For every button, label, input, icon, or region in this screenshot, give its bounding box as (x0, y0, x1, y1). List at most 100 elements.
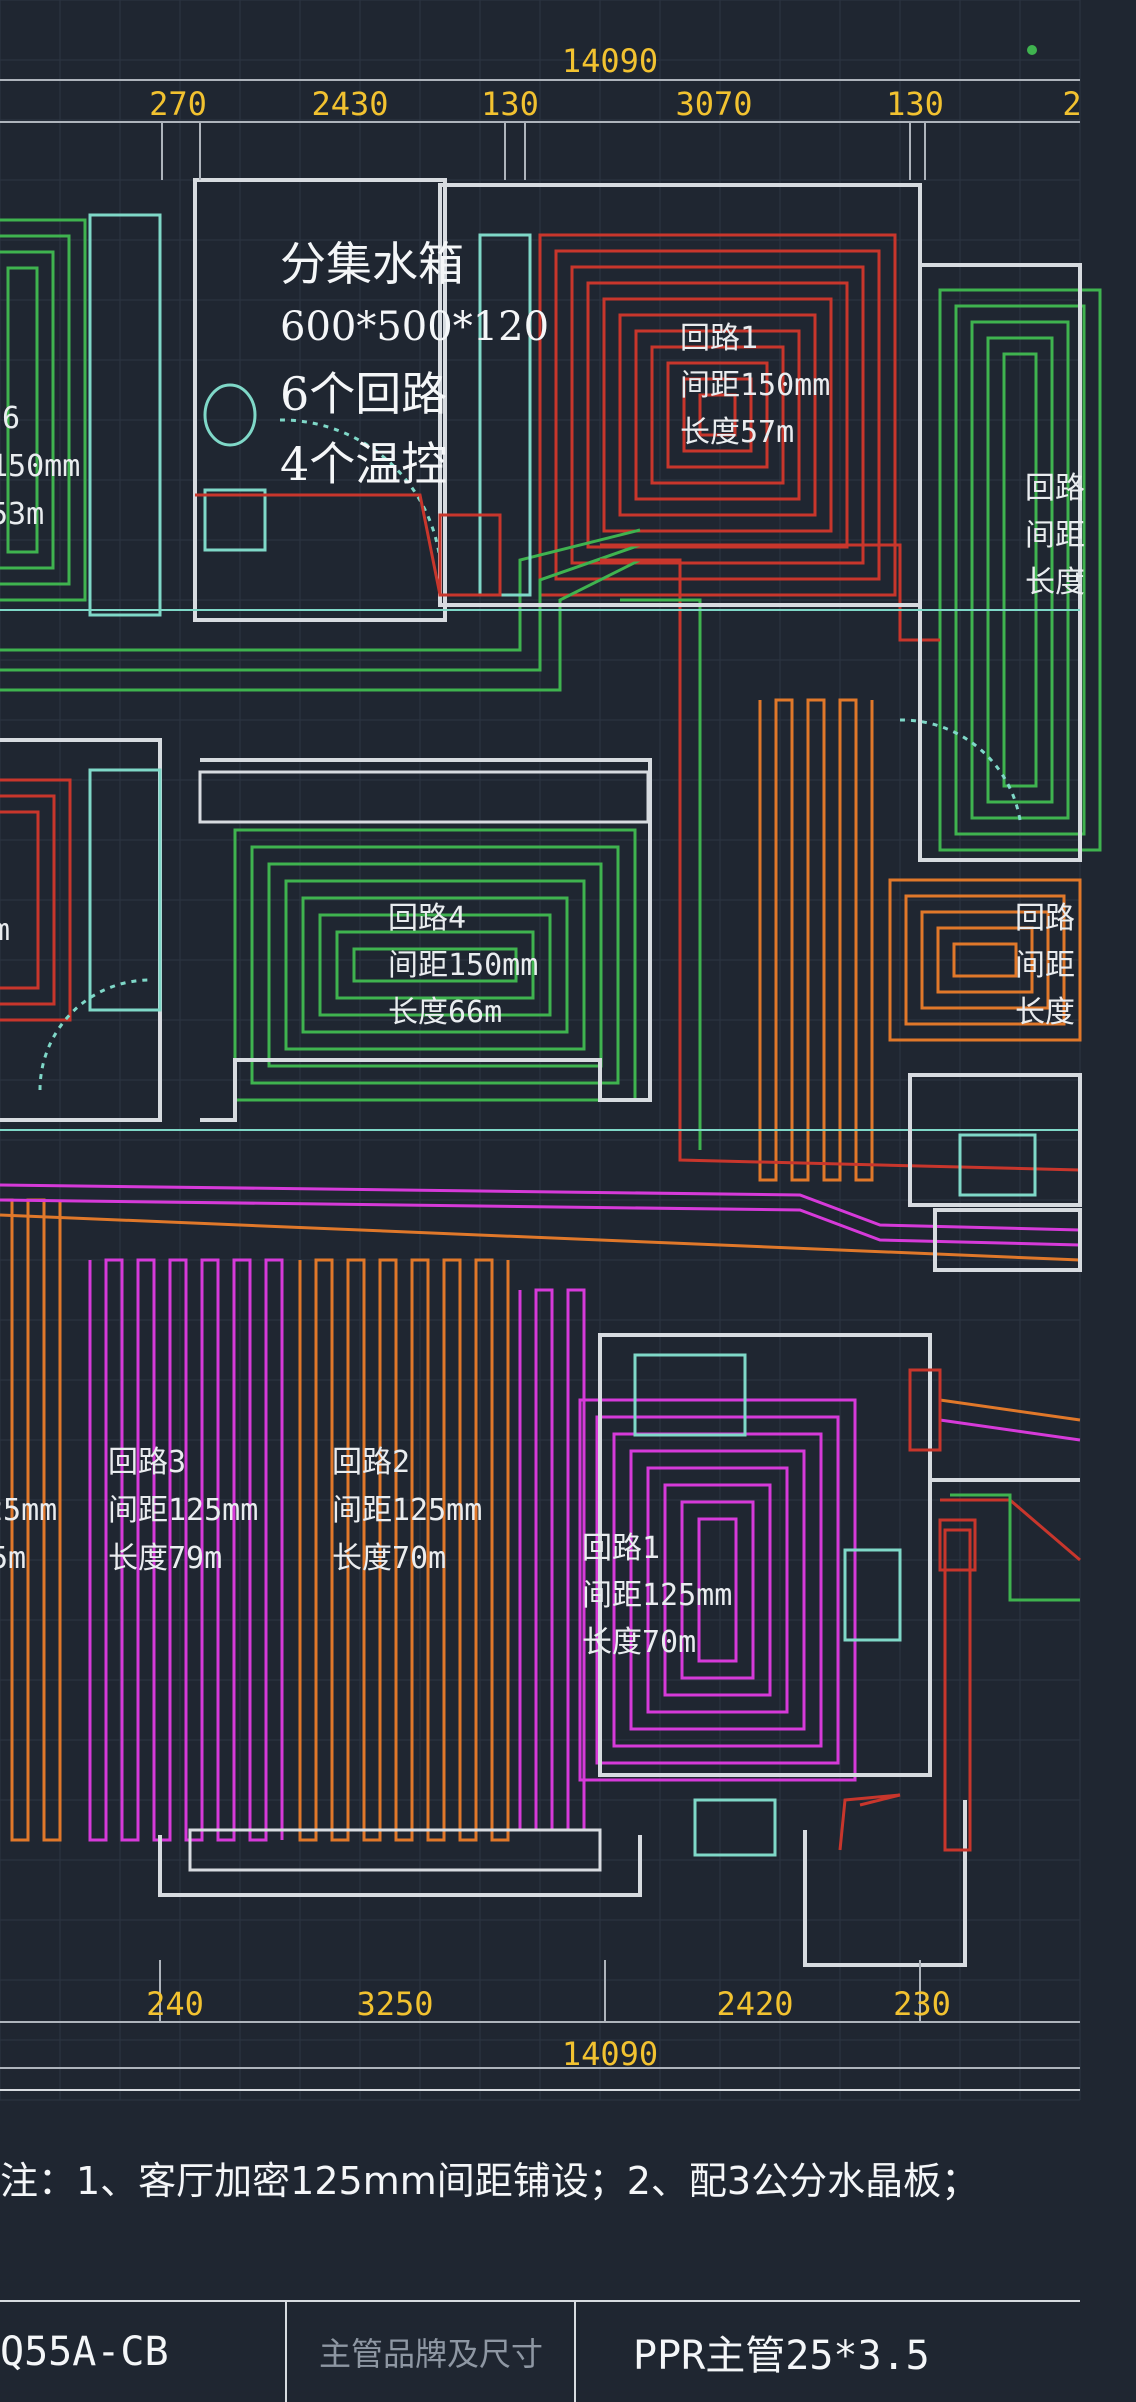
coil-mid-room (233, 828, 637, 1102)
main-pipe-value: PPR主管25*3.5 (633, 2333, 930, 2379)
svg-text:回路2: 回路2 (332, 1445, 410, 1480)
walls (0, 178, 1082, 1967)
wall-right-room (918, 263, 1082, 862)
stair-left (88, 213, 162, 617)
coil-left-upper (0, 218, 87, 602)
dim-bottom-3: 2420 (716, 1985, 793, 2023)
sink-icon (203, 488, 267, 552)
svg-text:回路4: 回路4 (388, 901, 466, 936)
coil-bedroom-top (538, 233, 897, 597)
coil-kitchen (578, 1398, 857, 1782)
svg-text:间距125mm: 间距125mm (582, 1578, 732, 1613)
door-arc-1 (279, 418, 442, 561)
loop-label-left-lower-partial: 25mm 5m (0, 1493, 57, 1576)
dimension-lines (0, 45, 1080, 2091)
manifold-line-4: 4个温控 (280, 437, 447, 491)
dim-top-1: 270 (149, 85, 207, 123)
stove-icon (843, 1548, 902, 1642)
dim-bottom-total: 14090 (562, 2035, 658, 2073)
svg-text:长度66m: 长度66m (388, 995, 502, 1030)
manifold-line-1: 分集水箱 (280, 237, 464, 291)
svg-text:5m: 5m (0, 1541, 26, 1576)
wall-bath (193, 178, 447, 622)
svg-text:长度: 长度 (1025, 565, 1085, 600)
svg-text:间距150mm: 间距150mm (680, 368, 830, 403)
manifold-feed (195, 493, 1081, 1852)
coil-right-middle (888, 878, 1082, 1042)
coil-living-3 (88, 1258, 284, 1842)
svg-text:回路3: 回路3 (108, 1445, 186, 1480)
loop-label-living-3: 回路3 间距125mm 长度79m (108, 1445, 258, 1576)
loop-label-left-upper-partial: 6 150mm 53m (0, 401, 80, 532)
loop-label-right-upper-partial: 回路 间距 长度 (1025, 471, 1085, 600)
wall-kitchen (598, 1333, 932, 1777)
svg-text:间距: 间距 (1015, 948, 1075, 983)
wall-living-bottom (158, 1835, 642, 1897)
heating-pipes (0, 218, 1102, 1842)
svg-text:m: m (0, 913, 10, 948)
toilet-icon (203, 383, 257, 447)
sink-lower (693, 1798, 777, 1857)
loop-label-mid-room: 回路4 间距150mm 长度66m (388, 901, 538, 1030)
svg-text:间距150mm: 间距150mm (388, 948, 538, 983)
counter-top (198, 770, 650, 824)
svg-text:长度70m: 长度70m (582, 1625, 696, 1660)
stair-mid (478, 233, 532, 597)
loop-label-right-middle-partial: 回路 间距 长度 (1015, 901, 1075, 1030)
manifold-note: 分集水箱 600*500*120 6个回路 4个温控 (280, 237, 549, 491)
coil-corridor-orange (758, 698, 874, 1182)
wall-bottom-right (803, 1800, 967, 1967)
dim-top-2: 2430 (311, 85, 388, 123)
coil-left-middle (0, 778, 72, 1022)
svg-text:25mm: 25mm (0, 1493, 57, 1528)
svg-text:回路1: 回路1 (680, 321, 758, 356)
svg-text:间距125mm: 间距125mm (332, 1493, 482, 1528)
svg-text:长度79m: 长度79m (108, 1541, 222, 1576)
loop-label-top-bedroom: 回路1 间距150mm 长度57m (680, 321, 830, 450)
coil-right-upper (938, 288, 1102, 852)
wall-mid-room (200, 758, 652, 1122)
manifold-line-3: 6个回路 (280, 367, 447, 421)
svg-text:间距125mm: 间距125mm (108, 1493, 258, 1528)
loop-labels: 回路1 间距150mm 长度57m 回路4 间距150mm 长度66m 回路3 … (0, 321, 1085, 1660)
kitchen-box (633, 1353, 747, 1437)
dim-top-4: 3070 (675, 85, 752, 123)
dim-top-5: 130 (886, 85, 944, 123)
floor-heating-plan: 14090 270 2430 130 3070 130 2 240 3250 2… (0, 0, 1102, 2402)
plan-drawing: 14090 270 2430 130 3070 130 2 240 3250 2… (0, 0, 1102, 2101)
door-arc-3 (38, 978, 151, 1091)
svg-text:回路1: 回路1 (582, 1531, 660, 1566)
svg-text:53m: 53m (0, 497, 44, 532)
dim-top-3: 130 (481, 85, 539, 123)
svg-text:长度: 长度 (1015, 995, 1075, 1030)
svg-text:回路: 回路 (1025, 471, 1085, 506)
sink-right (958, 1133, 1037, 1197)
door-arc-2 (899, 718, 1022, 821)
svg-text:间距: 间距 (1025, 518, 1085, 553)
dim-bottom-2: 3250 (356, 1985, 433, 2023)
wall-right-bottom (933, 1208, 1082, 1272)
spec-table: Q55A-CB 主管品牌及尺寸 PPR主管25*3.5 (0, 2300, 1080, 2402)
loop-label-left-middle-partial: m (0, 913, 10, 948)
dim-top-total: 14090 (562, 42, 658, 80)
counter-bottom (188, 1828, 602, 1872)
loop-label-kitchen-1: 回路1 间距125mm 长度70m (582, 1531, 732, 1660)
manifold-line-2: 600*500*120 (280, 304, 549, 350)
svg-text:150mm: 150mm (0, 449, 80, 484)
loop-label-living-2: 回路2 间距125mm 长度70m (332, 1445, 482, 1576)
trunk-lines (0, 528, 1081, 1442)
footer-note: 注：1、客厅加密125mm间距铺设；2、配3公分水晶板； (0, 2159, 980, 2203)
svg-text:长度70m: 长度70m (332, 1541, 446, 1576)
svg-text:回路: 回路 (1015, 901, 1075, 936)
coil-left-lower (0, 1198, 62, 1842)
dim-bottom-4: 230 (893, 1985, 951, 2023)
svg-text:6: 6 (2, 401, 20, 436)
stair-lower (88, 768, 162, 1012)
dim-bottom-1: 240 (146, 1985, 204, 2023)
brand-size-header: 主管品牌及尺寸 (288, 2302, 576, 2402)
wall-kitchen-unit (908, 1073, 1082, 1207)
coil-living-2 (298, 1258, 510, 1842)
dimension-texts: 14090 270 2430 130 3070 130 2 240 3250 2… (146, 42, 1082, 2073)
model-cell: Q55A-CB (0, 2302, 287, 2402)
svg-text:长度57m: 长度57m (680, 415, 794, 450)
